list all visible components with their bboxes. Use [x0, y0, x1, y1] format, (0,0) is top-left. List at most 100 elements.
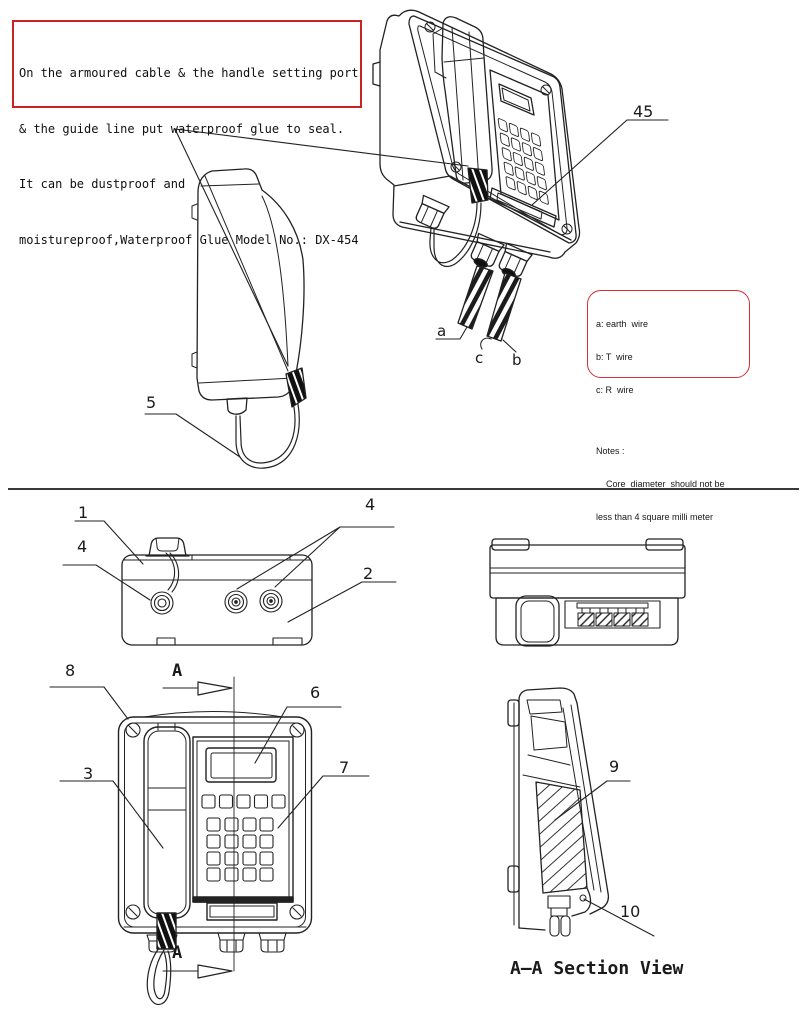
- handset-mount-notches: [191, 203, 198, 369]
- handset-front-inner: [147, 730, 187, 915]
- handset-front: [143, 726, 191, 919]
- callout-45: 45: [633, 102, 653, 121]
- section-view-caption: A—A Section View: [510, 958, 684, 979]
- handset-bump-side-inner: [520, 600, 555, 643]
- section-letter-top: A: [172, 661, 182, 681]
- coil-front: [156, 912, 177, 950]
- wire-note-line: b: T wire: [596, 352, 633, 362]
- callout-6: 6: [310, 683, 320, 702]
- callout-4-right: 4: [365, 495, 375, 514]
- handset-3d: [441, 16, 493, 184]
- gland-mid-top-view: [224, 590, 248, 614]
- section-screw: [579, 894, 587, 902]
- handset-gland-coil-3d: [467, 167, 489, 204]
- label-plate-front: [206, 902, 278, 921]
- armoured-cable-tb: [486, 272, 522, 342]
- handset-front-band: [147, 722, 187, 811]
- bracket-behind: [143, 711, 284, 718]
- section-view: [507, 687, 610, 937]
- section-letter-bottom: A: [172, 943, 182, 963]
- function-keys: [201, 794, 286, 809]
- handset-inner-lines: [198, 175, 294, 384]
- callout-1: 1: [78, 503, 88, 522]
- housing-outline: [379, 9, 581, 259]
- enclosure-outer: [117, 716, 313, 934]
- waterproof-glue-note: On the armoured cable & the handle setti…: [12, 20, 362, 247]
- wire-label-a: a: [437, 322, 446, 340]
- callout-10: 10: [620, 902, 640, 921]
- wire-note-title: Notes :: [596, 446, 625, 456]
- cord-top-view: [165, 552, 180, 593]
- callout-4-left: 4: [77, 537, 87, 556]
- glue-note-line: It can be dustproof and: [19, 177, 186, 191]
- callout-8: 8: [65, 661, 75, 680]
- wire-label-b: b: [512, 351, 522, 369]
- display-3d-inner: [501, 87, 531, 112]
- wire-label-c: c: [475, 349, 483, 367]
- isometric-view: [372, 9, 581, 353]
- side-view: [489, 538, 686, 647]
- label-plate-3d: [489, 187, 557, 228]
- terminal-rail: [576, 602, 649, 609]
- handset-3d-lines: [432, 27, 485, 182]
- wire-lines: [435, 326, 517, 353]
- keypad-keys: [206, 817, 274, 882]
- display: [205, 747, 277, 783]
- faceplate-inner: [417, 25, 568, 236]
- foot-notches: [156, 637, 303, 646]
- section-gland: [547, 895, 571, 937]
- handset-cord-3d: [429, 202, 482, 268]
- terminal-recess: [564, 600, 661, 629]
- armoured-cable-a: [457, 265, 494, 330]
- callout-9: 9: [609, 757, 619, 776]
- callout-3: 3: [83, 764, 93, 783]
- keys-3d: [497, 118, 549, 205]
- handset-side-view: [191, 168, 307, 469]
- handset-cord-gland: [226, 397, 248, 415]
- bottom-view: [121, 537, 313, 646]
- wire-note-body: Core diameter should not be: [596, 479, 725, 489]
- glue-note-line: & the guide line put waterproof glue to …: [19, 121, 345, 136]
- wire-note-body: less than 4 square milli meter: [596, 512, 714, 522]
- callout-5: 5: [146, 393, 156, 412]
- corner-screws-3d: [424, 21, 573, 235]
- callout-7: 7: [339, 758, 349, 777]
- handset-coil: [285, 367, 307, 408]
- terminal-tabs: [577, 607, 649, 627]
- keypad-panel-band: [192, 896, 294, 903]
- label-plate-3d-inner: [496, 192, 543, 220]
- section-arrow-top: [162, 681, 233, 696]
- gland-right-front: [258, 932, 287, 953]
- wall-bracket: [145, 537, 190, 557]
- top-edge-ticks: [191, 554, 291, 561]
- cord-loop-front: [146, 947, 172, 1005]
- gland-right-top-view: [259, 589, 283, 613]
- wall-bracket-notch: [155, 537, 180, 552]
- label-plate-front-inner: [209, 905, 275, 918]
- corner-screws: [125, 722, 305, 920]
- callout-leaders: [49, 119, 669, 937]
- spacer: [596, 418, 741, 424]
- glue-note-line: On the armoured cable & the handle setti…: [19, 66, 359, 80]
- section-arrow-bottom: [162, 964, 233, 979]
- keypad-bezel-3d: [489, 69, 560, 221]
- display-3d: [498, 83, 535, 116]
- cable-gland-left-3d: [415, 194, 450, 229]
- wire-note-line: c: R wire: [596, 385, 634, 395]
- wire-legend-note: a: earth wire b: T wire c: R wire Notes …: [587, 290, 750, 522]
- faceplate: [408, 15, 577, 244]
- handset-cord-loop: [235, 403, 300, 469]
- display-inner: [210, 752, 273, 779]
- gland-mid-front: [217, 932, 246, 953]
- callout-labels: 45 5 1 4 4 2 8 3 6 7 9 10 A A a c b A—A …: [65, 102, 684, 979]
- callout-2: 2: [363, 564, 373, 583]
- wire-note-line: a: earth wire: [596, 319, 649, 329]
- housing-tab: [372, 61, 381, 87]
- handset-outline: [196, 168, 305, 401]
- glue-note-line: moistureproof,Waterproof Glue Model No.:…: [19, 232, 359, 247]
- gland-left-top-view: [150, 591, 174, 615]
- section-hatch: [535, 781, 588, 894]
- front-view: [117, 676, 313, 1005]
